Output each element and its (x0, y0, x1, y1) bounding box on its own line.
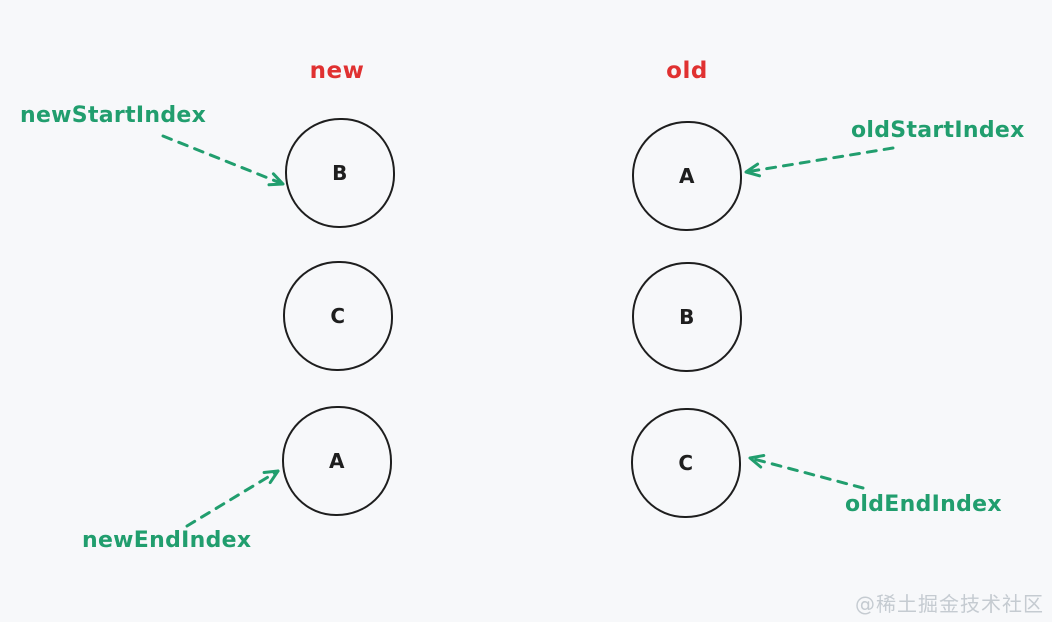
new-end-arrow-head (262, 469, 280, 485)
node-new-0: B (285, 118, 395, 228)
node-old-0-label: A (679, 164, 695, 188)
old-end-index-label: oldEndIndex (845, 492, 1002, 517)
old-start-arrow-line (744, 146, 895, 174)
old-start-arrow (744, 146, 895, 178)
node-new-2: A (282, 406, 392, 516)
old-end-arrow-head (748, 454, 766, 469)
new-start-arrow-line (161, 134, 285, 186)
node-old-2-label: C (678, 451, 694, 475)
new-start-index-label: newStartIndex (20, 103, 207, 128)
node-new-0-label: B (332, 161, 348, 185)
node-old-1: B (632, 262, 742, 372)
node-new-2-label: A (329, 449, 345, 473)
new-start-arrow-head (267, 172, 285, 187)
node-new-1: C (283, 261, 393, 371)
node-old-2: C (631, 408, 741, 518)
node-old-0: A (632, 121, 742, 231)
old-end-arrow (748, 454, 865, 490)
node-old-1-label: B (679, 305, 695, 329)
new-end-index-label: newEndIndex (82, 528, 252, 553)
node-new-1-label: C (330, 304, 346, 328)
old-column-title: old (666, 58, 708, 84)
new-start-arrow (161, 134, 285, 187)
old-end-arrow-line (748, 456, 865, 490)
old-start-index-label: oldStartIndex (851, 118, 1025, 143)
new-end-arrow-line (185, 469, 280, 528)
juejin-watermark: @稀土掘金技术社区 (855, 592, 1044, 616)
old-start-arrow-head (744, 162, 761, 178)
new-end-arrow (185, 469, 280, 528)
new-column-title: new (309, 58, 365, 84)
